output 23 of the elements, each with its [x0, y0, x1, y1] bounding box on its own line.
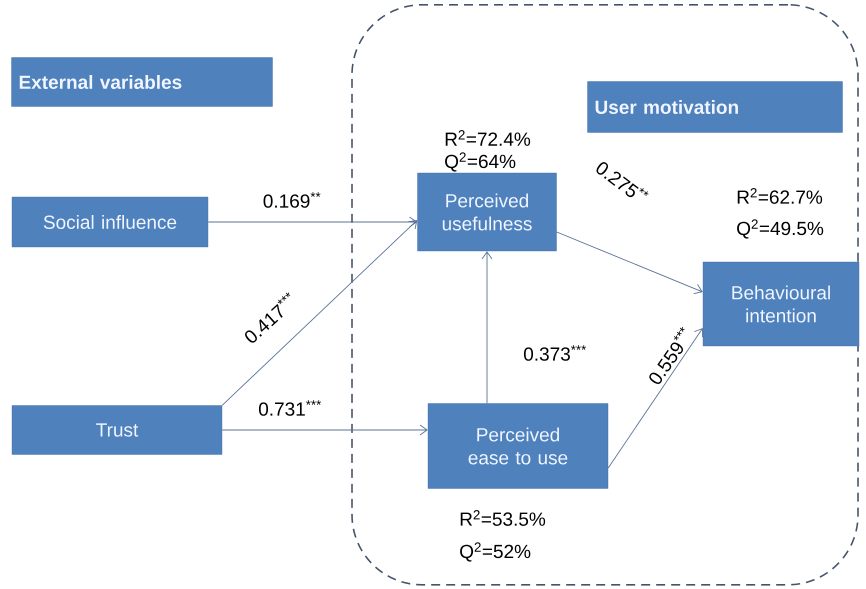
construct-box: Behavioural intention — [702, 262, 860, 346]
construct-box: Perceived ease to use — [428, 403, 608, 489]
statistic-label: R$^{2}$=62.7% — [738, 188, 822, 204]
construct-box: Perceived usefulness — [417, 172, 557, 252]
statistic-label: Q$^{2}$=64% — [445, 152, 516, 172]
statistic-label: R$^{2}$=72.4% — [446, 130, 530, 146]
statistic-label: Q$^{2}$=52% — [460, 542, 530, 562]
statistic-label: R$^{2}$=53.5% — [460, 510, 546, 526]
arrow — [608, 328, 704, 468]
construct-box: Social influence — [12, 196, 208, 248]
heading-box: External variables — [11, 57, 273, 107]
construct-box: Trust — [12, 405, 222, 455]
dashed-region — [351, 4, 859, 586]
arrow — [222, 220, 418, 406]
edge-label: 0.731$^{***}$ — [258, 400, 322, 416]
statistic-label: Q$^{2}$=49.5% — [737, 219, 824, 239]
arrow — [208, 216, 418, 228]
arrow — [482, 251, 492, 404]
edge-label: 0.373$^{***}$ — [524, 345, 586, 361]
edge-label: 0.169$^{**}$ — [264, 192, 320, 208]
arrow — [556, 232, 703, 294]
arrow — [222, 424, 428, 436]
heading-box: User motivation — [587, 81, 843, 133]
